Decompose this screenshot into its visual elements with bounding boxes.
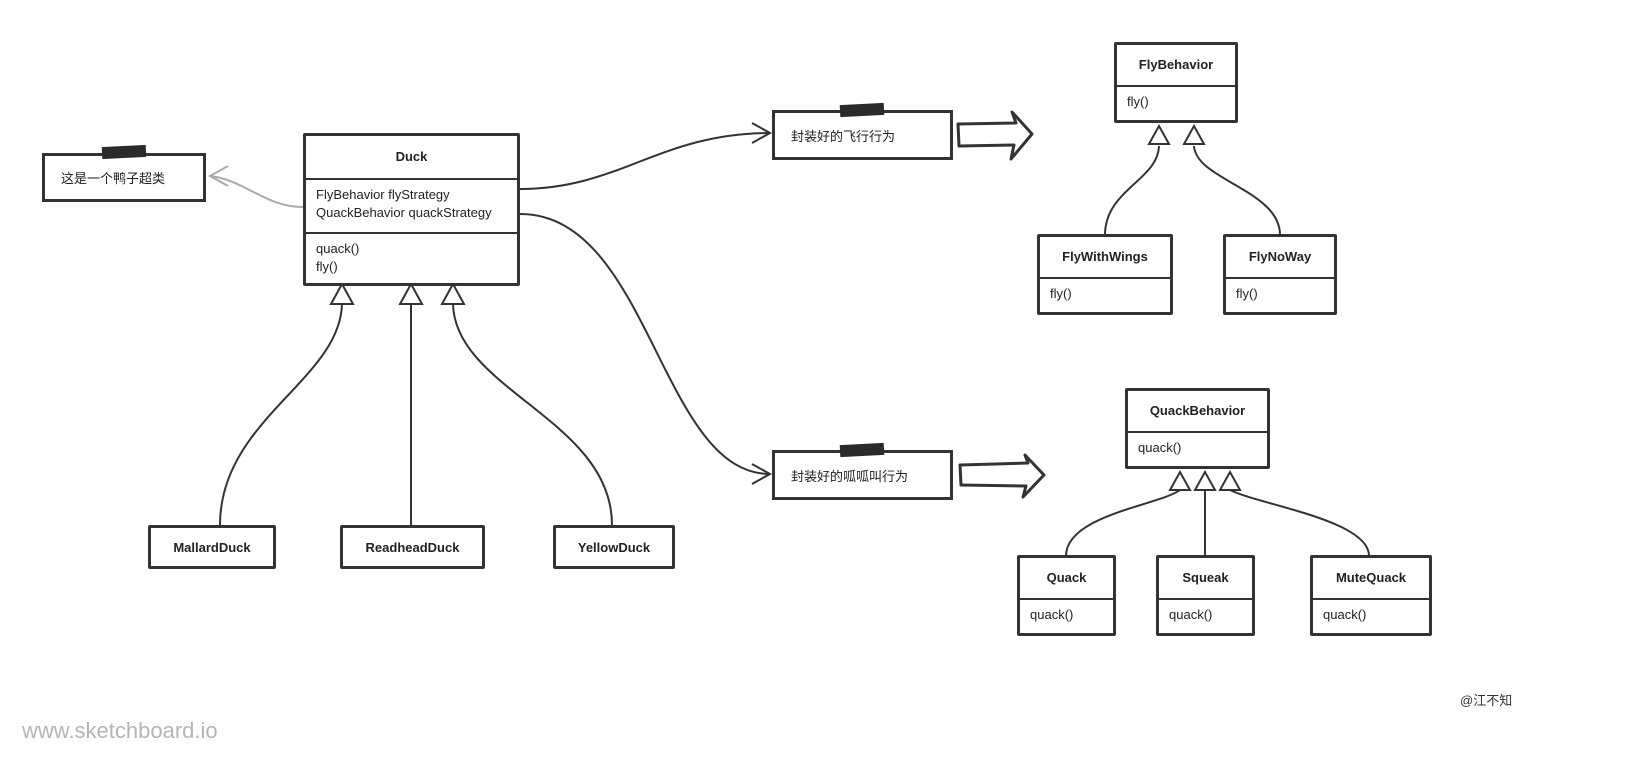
note-quack[interactable]: 封装好的呱呱叫行为 xyxy=(772,450,953,500)
squeak-inherit-triangle xyxy=(1193,469,1217,491)
flynoway-class[interactable]: FlyNoWay fly() xyxy=(1223,234,1337,315)
flywithwings-class[interactable]: FlyWithWings fly() xyxy=(1037,234,1173,315)
quack-class[interactable]: Quack quack() xyxy=(1017,555,1116,636)
duck-attr-quack: QuackBehavior quackStrategy xyxy=(316,205,492,220)
squeak-method: quack() xyxy=(1159,598,1252,630)
flywithwings-inherit-line xyxy=(1104,145,1160,236)
duck-method-quack: quack() xyxy=(316,241,360,256)
yellow-inherit-triangle xyxy=(440,281,466,305)
duck-note-connector xyxy=(209,175,304,208)
flywithwings-title: FlyWithWings xyxy=(1062,249,1148,264)
readheadduck-class[interactable]: ReadheadDuck xyxy=(340,525,485,569)
flynoway-title: FlyNoWay xyxy=(1248,249,1312,264)
mutequack-method: quack() xyxy=(1313,598,1429,630)
duck-attr-fly: FlyBehavior flyStrategy xyxy=(316,187,450,202)
duck-quack-connector xyxy=(519,213,771,475)
duck-class-title: Duck xyxy=(395,149,428,164)
squeak-title: Squeak xyxy=(1182,570,1229,585)
note-superclass-text: 这是一个鸭子超类 xyxy=(61,171,166,186)
quackbehavior-method: quack() xyxy=(1128,431,1267,463)
mallard-inherit-line xyxy=(219,303,343,526)
quack-block-arrow xyxy=(958,453,1046,499)
yellowduck-title: YellowDuck xyxy=(577,539,651,555)
quackbehavior-title: QuackBehavior xyxy=(1149,403,1246,418)
author-credit: @江不知 xyxy=(1460,693,1513,708)
readhead-inherit-triangle xyxy=(398,281,424,305)
mutequack-inherit-triangle xyxy=(1218,469,1242,491)
readheadduck-title: ReadheadDuck xyxy=(365,539,460,555)
duck-attributes: FlyBehavior flyStrategy QuackBehavior qu… xyxy=(306,178,517,232)
mutequack-class[interactable]: MuteQuack quack() xyxy=(1310,555,1432,636)
yellow-inherit-line xyxy=(452,303,613,526)
quack-title: Quack xyxy=(1046,570,1087,585)
note-fly-text: 封装好的飞行行为 xyxy=(791,128,896,144)
flybehavior-interface[interactable]: FlyBehavior fly() xyxy=(1114,42,1238,123)
flywithwings-method: fly() xyxy=(1040,277,1170,309)
note-superclass-tape xyxy=(101,144,147,160)
mallardduck-title: MallardDuck xyxy=(173,539,251,555)
flybehavior-method: fly() xyxy=(1117,85,1235,117)
quack-inherit-line xyxy=(1065,489,1181,557)
note-fly[interactable]: 封装好的飞行行为 xyxy=(772,110,953,160)
yellowduck-class[interactable]: YellowDuck xyxy=(553,525,675,569)
duck-fly-connector xyxy=(519,132,771,190)
flynoway-inherit-line xyxy=(1193,145,1281,236)
mutequack-title: MuteQuack xyxy=(1335,570,1407,585)
quackbehavior-interface[interactable]: QuackBehavior quack() xyxy=(1125,388,1270,469)
duck-methods: quack() fly() xyxy=(306,232,517,282)
quack-method: quack() xyxy=(1020,598,1113,630)
duck-note-arrowhead xyxy=(207,165,229,187)
mutequack-inherit-line xyxy=(1229,489,1370,557)
mallard-inherit-triangle xyxy=(329,281,355,305)
flybehavior-title: FlyBehavior xyxy=(1138,57,1214,72)
flynoway-inherit-triangle xyxy=(1182,123,1206,145)
duck-quack-arrowhead xyxy=(751,463,773,485)
duck-method-fly: fly() xyxy=(316,259,338,274)
note-quack-tape xyxy=(839,442,885,458)
note-quack-text: 封装好的呱呱叫行为 xyxy=(791,468,909,484)
duck-class[interactable]: Duck FlyBehavior flyStrategy QuackBehavi… xyxy=(303,133,520,286)
flynoway-method: fly() xyxy=(1226,277,1334,309)
watermark: www.sketchboard.io xyxy=(22,718,218,743)
squeak-class[interactable]: Squeak quack() xyxy=(1156,555,1255,636)
flywithwings-inherit-triangle xyxy=(1147,123,1171,145)
mallardduck-class[interactable]: MallardDuck xyxy=(148,525,276,569)
note-fly-tape xyxy=(839,102,885,118)
note-superclass[interactable]: 这是一个鸭子超类 xyxy=(42,153,206,202)
fly-block-arrow xyxy=(956,110,1034,161)
quack-inherit-triangle xyxy=(1168,469,1192,491)
duck-fly-arrowhead xyxy=(751,122,773,144)
